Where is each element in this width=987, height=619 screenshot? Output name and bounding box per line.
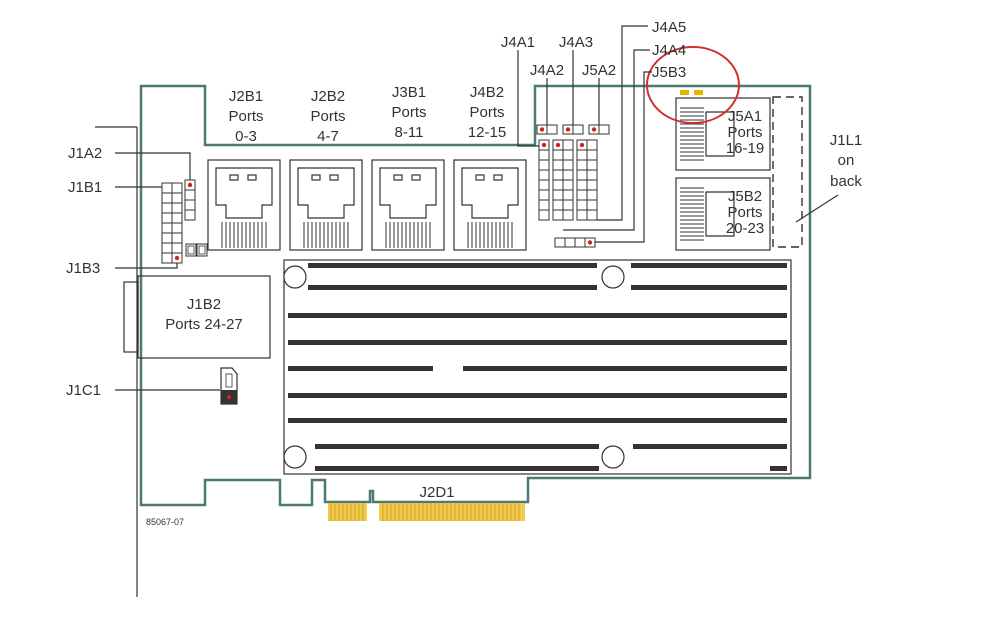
jumper-j1a2	[184, 179, 196, 221]
highlight-circle	[646, 46, 740, 124]
leader-lines-left	[115, 152, 220, 391]
pin-header-j4a1	[538, 139, 550, 221]
pin-header-j1b1	[161, 182, 183, 264]
led-2	[694, 90, 703, 95]
label-j1l1-line2: on	[838, 152, 855, 169]
label-j5a2: J5A2	[582, 62, 616, 79]
label-j4b2-ports: 12-15	[468, 124, 506, 141]
heatsink	[283, 259, 792, 475]
led-1	[680, 90, 689, 95]
pin-header-j4a4	[576, 139, 598, 221]
label-j5a1-name: J5A1	[728, 108, 762, 125]
label-j2b1-ports-word: Ports	[228, 108, 263, 125]
part-number: 85067-07	[146, 517, 184, 527]
sas-connector-j2b1	[207, 159, 281, 251]
label-j5b2-ports: 20-23	[726, 220, 764, 237]
label-j1b2-ports: Ports 24-27	[165, 316, 243, 333]
label-j4a3: J4A3	[559, 34, 593, 51]
label-j1l1-line3: back	[830, 173, 862, 190]
label-j1c1: J1C1	[66, 382, 101, 399]
label-j2b2-ports-word: Ports	[310, 108, 345, 125]
connector-j1b2	[123, 275, 271, 359]
label-j1a2: J1A2	[68, 145, 102, 162]
label-j1b3: J1B3	[66, 260, 100, 277]
pci-bracket	[95, 126, 138, 597]
sas-connector-j2b2	[289, 159, 363, 251]
leader-lines-top	[517, 25, 652, 243]
sas-connector-j4b2	[453, 159, 527, 251]
label-j3b1-ports: 8-11	[395, 124, 424, 141]
label-j4a5: J4A5	[652, 19, 686, 36]
label-j4a2: J4A2	[530, 62, 564, 79]
jumper-j1b3	[185, 243, 208, 257]
sas-connector-j5b2	[675, 177, 771, 251]
label-j4a1: J4A1	[501, 34, 535, 51]
label-j5b2-ports-word: Ports	[727, 204, 762, 221]
label-j5a1-ports: 16-19	[726, 140, 764, 157]
label-j2b1-name: J2B1	[229, 88, 263, 105]
jumper-j5a2	[588, 124, 610, 135]
label-j5a1-ports-word: Ports	[727, 124, 762, 141]
pcie-gold-fingers	[328, 503, 525, 521]
connector-j1c1	[220, 367, 238, 405]
label-j4b2-name: J4B2	[470, 84, 504, 101]
label-j2b2-ports: 4-7	[317, 128, 339, 145]
j1l1-back-connector	[772, 96, 803, 248]
board-outline	[139, 84, 812, 507]
label-j5b2-name: J5B2	[728, 188, 762, 205]
jumper-j4a2	[536, 124, 558, 135]
jumper-j4a3	[562, 124, 584, 135]
sas-connector-j3b1	[371, 159, 445, 251]
label-j2b1-ports: 0-3	[235, 128, 257, 145]
label-j2b2-name: J2B2	[311, 88, 345, 105]
label-j4b2-ports-word: Ports	[469, 104, 504, 121]
label-j3b1-ports-word: Ports	[391, 104, 426, 121]
label-j1b1: J1B1	[68, 179, 102, 196]
label-j1b2-name: J1B2	[187, 296, 221, 313]
label-j2d1: J2D1	[419, 484, 454, 501]
label-j1l1-line1: J1L1	[830, 132, 863, 149]
label-j5b3: J5B3	[652, 64, 686, 81]
label-j4a4: J4A4	[652, 42, 686, 59]
pin-header-j4a5	[552, 139, 574, 221]
jumper-j5b3	[554, 237, 596, 248]
label-j3b1-name: J3B1	[392, 84, 426, 101]
